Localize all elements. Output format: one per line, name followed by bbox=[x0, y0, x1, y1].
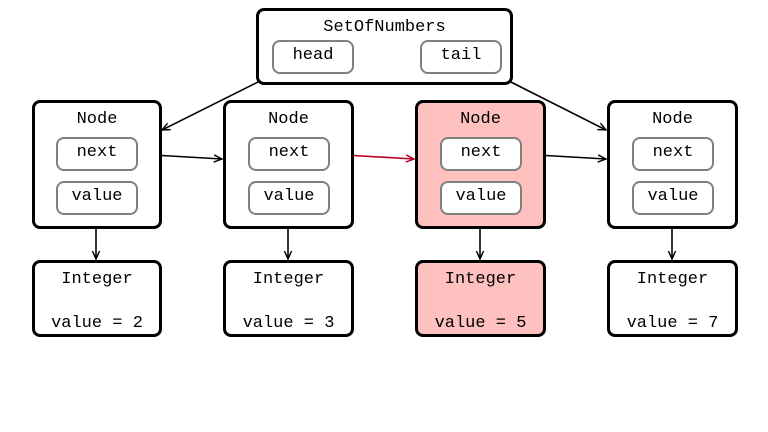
integer-value: value = 2 bbox=[51, 314, 143, 333]
integer-box: Integer value = 2 bbox=[32, 260, 162, 337]
tail-field: tail bbox=[420, 40, 502, 74]
integer-box: Integer value = 5 bbox=[415, 260, 546, 337]
integer-box: Integer value = 7 bbox=[607, 260, 738, 337]
node-title: Node bbox=[76, 110, 118, 129]
integer-value: value = 3 bbox=[242, 314, 335, 333]
integer-value: value = 7 bbox=[626, 314, 719, 333]
node-box: Node next value bbox=[607, 100, 738, 229]
value-field: value bbox=[632, 181, 714, 215]
next-field: next bbox=[440, 137, 522, 171]
node-title: Node bbox=[268, 110, 309, 129]
integer-value: value = 5 bbox=[434, 314, 527, 333]
next-field: next bbox=[248, 137, 330, 171]
node-box: Node next value bbox=[223, 100, 354, 229]
value-field: value bbox=[440, 181, 522, 215]
integer-title: Integer bbox=[61, 270, 133, 289]
integer-title: Integer bbox=[252, 270, 325, 289]
head-field: head bbox=[272, 40, 354, 74]
node-title: Node bbox=[460, 110, 501, 129]
next-field: next bbox=[632, 137, 714, 171]
integer-title: Integer bbox=[444, 270, 517, 289]
integer-box: Integer value = 3 bbox=[223, 260, 354, 337]
node-title: Node bbox=[652, 110, 693, 129]
integer-title: Integer bbox=[636, 270, 709, 289]
node-box: Node next value bbox=[415, 100, 546, 229]
value-field: value bbox=[248, 181, 330, 215]
next-field: next bbox=[56, 137, 138, 171]
node-box: Node next value bbox=[32, 100, 162, 229]
value-field: value bbox=[56, 181, 138, 215]
set-of-numbers-box: SetOfNumbers head tail bbox=[256, 8, 513, 85]
set-of-numbers-title: SetOfNumbers bbox=[323, 18, 446, 37]
